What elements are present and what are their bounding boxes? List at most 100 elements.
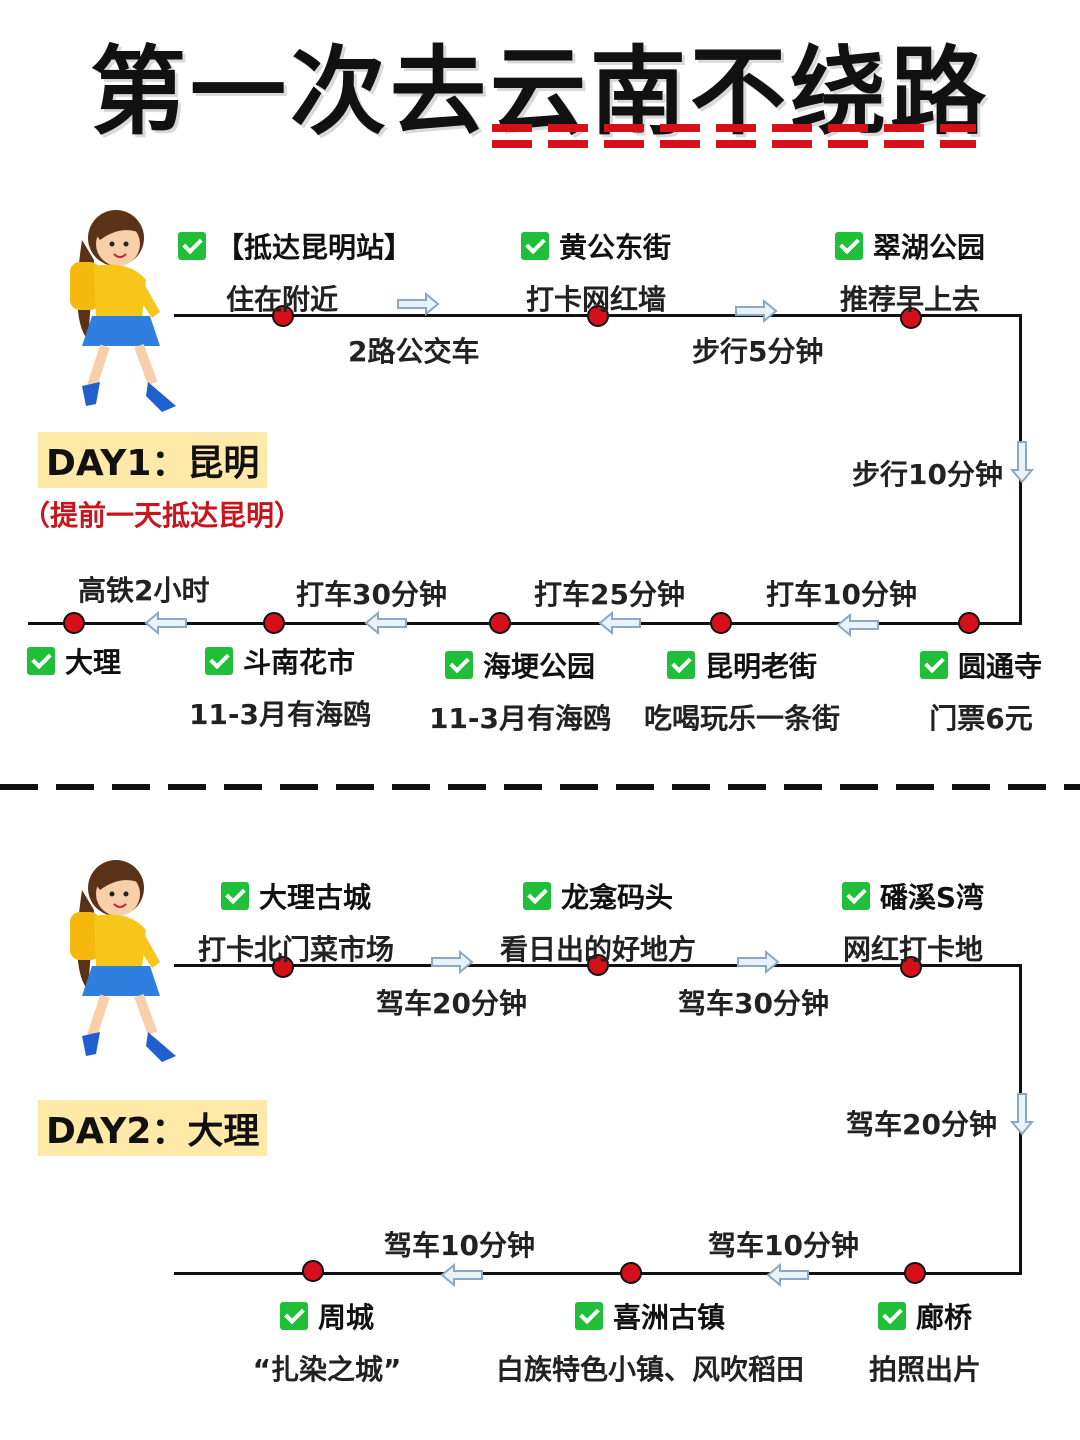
arrow-down-icon <box>1010 1093 1034 1136</box>
stop-name: 昆明老街 <box>704 650 817 683</box>
arrow-right-icon <box>735 299 778 323</box>
checkmark-icon <box>522 882 551 910</box>
stop-name: 廊桥 <box>915 1301 972 1334</box>
stop-name: 大理 <box>64 646 121 679</box>
stop-card: 昆明老街 吃喝玩乐一条街 <box>632 645 852 737</box>
checkmark-icon <box>919 651 948 679</box>
transport-label: 高铁2小时 <box>78 574 210 607</box>
transport-label: 驾车20分钟 <box>376 987 527 1020</box>
title-underline-top <box>492 124 976 132</box>
page-title: 第一次去云南不绕路 <box>90 36 990 148</box>
arrow-right-icon <box>397 292 440 316</box>
stop-dot <box>263 612 285 634</box>
transport-label: 打车10分钟 <box>766 578 917 611</box>
traveler-girl-illustration <box>70 210 176 412</box>
stop-note: 拍照出片 <box>868 1353 981 1386</box>
stop-card: 大理古城 打卡北门菜市场 <box>176 876 416 968</box>
stop-card: 圆通寺 门票6元 <box>896 645 1066 737</box>
stop-name: 喜洲古镇 <box>612 1301 725 1334</box>
checkmark-icon <box>26 647 55 675</box>
stop-name: 翠湖公园 <box>872 231 985 264</box>
stop-note: 门票6元 <box>929 702 1033 735</box>
stop-dot <box>900 307 922 329</box>
stop-name: 周城 <box>317 1301 374 1334</box>
traveler-girl-illustration <box>70 860 176 1062</box>
stop-name: 龙龛码头 <box>560 881 673 914</box>
stop-dot <box>620 1262 642 1284</box>
stop-card: 【抵达昆明站】 住在附近 <box>170 226 420 318</box>
stop-dot <box>587 305 609 327</box>
stop-note: “扎染之城” <box>252 1353 402 1386</box>
stop-dot <box>302 1260 324 1282</box>
arrow-left-icon <box>364 611 407 635</box>
arrow-left-icon <box>144 611 187 635</box>
stop-dot <box>958 612 980 634</box>
stop-card: 周城 “扎染之城” <box>232 1296 422 1388</box>
transport-label: 驾车20分钟 <box>846 1108 997 1141</box>
stop-note: 看日出的好地方 <box>499 933 696 966</box>
stop-name: 海埂公园 <box>482 650 595 683</box>
stop-dot <box>63 612 85 634</box>
transport-label: 驾车10分钟 <box>384 1229 535 1262</box>
arrow-left-icon <box>766 1263 809 1287</box>
stop-note: 11-3月有海鸥 <box>428 702 612 735</box>
checkmark-icon <box>520 232 549 260</box>
checkmark-icon <box>666 651 695 679</box>
section-divider <box>0 784 1080 790</box>
stop-note: 吃喝玩乐一条街 <box>643 702 840 735</box>
day1-badge: DAY1：昆明 <box>38 432 268 488</box>
stop-note: 推荐早上去 <box>839 283 980 316</box>
arrow-left-icon <box>836 613 879 637</box>
stop-name: 圆通寺 <box>957 650 1042 683</box>
stop-card: 黄公东街 打卡网红墙 <box>486 226 706 318</box>
stop-name: 大理古城 <box>258 881 371 914</box>
title-underline-bottom <box>492 140 976 148</box>
arrow-left-icon <box>440 1263 483 1287</box>
transport-label: 2路公交车 <box>348 335 480 368</box>
stop-name: 黄公东街 <box>558 231 671 264</box>
checkmark-icon <box>177 232 206 260</box>
checkmark-icon <box>444 651 473 679</box>
stop-card: 海埂公园 11-3月有海鸥 <box>420 645 620 737</box>
transport-label: 步行10分钟 <box>852 458 1003 491</box>
transport-label: 打车30分钟 <box>296 578 447 611</box>
stop-dot <box>587 954 609 976</box>
stop-note: 11-3月有海鸥 <box>188 698 372 731</box>
stop-dot <box>489 612 511 634</box>
stop-dot <box>900 956 922 978</box>
day1-subtitle: （提前一天抵达昆明） <box>22 499 303 532</box>
route-line-bottom <box>28 622 1022 625</box>
checkmark-icon <box>841 882 870 910</box>
stop-name: 【抵达昆明站】 <box>215 231 412 264</box>
checkmark-icon <box>834 232 863 260</box>
arrow-right-icon <box>431 950 474 974</box>
stop-name: 斗南花市 <box>242 646 355 679</box>
transport-label: 驾车10分钟 <box>708 1229 859 1262</box>
transport-label: 步行5分钟 <box>692 335 824 368</box>
stop-dot <box>904 1262 926 1284</box>
stop-note: 打卡北门菜市场 <box>197 933 394 966</box>
arrow-down-icon <box>1010 441 1034 484</box>
checkmark-icon <box>877 1302 906 1330</box>
stop-card: 磻溪S湾 网红打卡地 <box>808 876 1018 968</box>
stop-note: 白族特色小镇、风吹稻田 <box>495 1353 804 1386</box>
stop-card: 斗南花市 11-3月有海鸥 <box>180 641 380 733</box>
stop-card: 廊桥 拍照出片 <box>850 1296 1000 1388</box>
checkmark-icon <box>279 1302 308 1330</box>
transport-label: 打车25分钟 <box>534 578 685 611</box>
transport-label: 驾车30分钟 <box>678 987 829 1020</box>
stop-card: 龙龛码头 看日出的好地方 <box>478 876 718 968</box>
stop-card: 喜洲古镇 白族特色小镇、风吹稻田 <box>480 1296 820 1388</box>
checkmark-icon <box>204 647 233 675</box>
checkmark-icon <box>574 1302 603 1330</box>
stop-card: 翠湖公园 推荐早上去 <box>800 226 1020 318</box>
stop-note: 住在附近 <box>225 283 338 316</box>
stop-dot <box>272 305 294 327</box>
arrow-right-icon <box>737 950 780 974</box>
stop-dot <box>710 612 732 634</box>
stop-note: 打卡网红墙 <box>525 283 666 316</box>
stop-dot <box>272 956 294 978</box>
checkmark-icon <box>220 882 249 910</box>
stop-note: 网红打卡地 <box>842 933 983 966</box>
arrow-left-icon <box>598 611 641 635</box>
